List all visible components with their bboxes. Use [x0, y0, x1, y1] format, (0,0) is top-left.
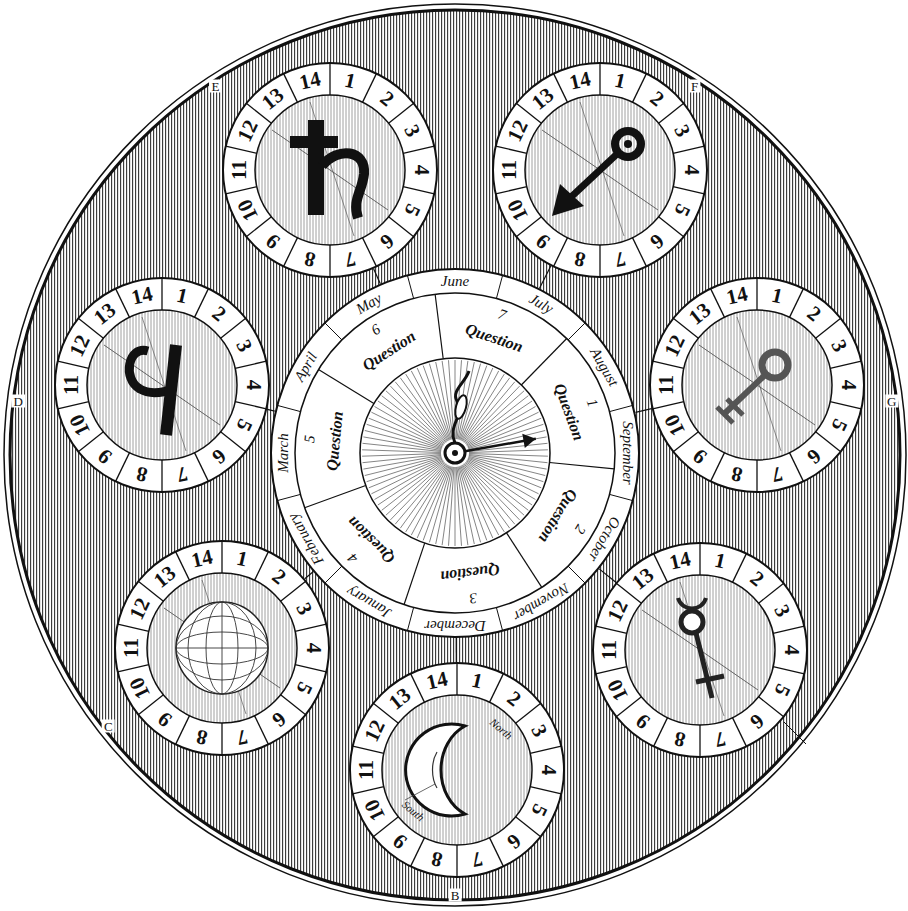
planet-dial-face	[492, 62, 708, 278]
connector-line	[374, 269, 381, 284]
connector-line	[267, 409, 275, 411]
dial-number: 14	[424, 669, 449, 694]
rim-letter: C	[102, 719, 115, 732]
planet-dial: 1234567891011121314NorthSouth	[349, 662, 565, 878]
month-name: September	[620, 421, 635, 484]
dial-number: 14	[189, 547, 214, 572]
dial-number: 4	[781, 645, 802, 656]
dial-number: 14	[724, 284, 749, 309]
month-name: June	[441, 274, 469, 289]
outer-rim	[4, 4, 906, 906]
planet-dial-face	[54, 277, 270, 493]
connector-line	[456, 638, 457, 662]
month-name: March	[276, 433, 291, 472]
connector-line	[636, 409, 652, 413]
planet-dial-face	[349, 662, 565, 878]
rim-letter: B	[449, 889, 462, 902]
pointer-line	[784, 722, 806, 744]
dial-number: 14	[129, 284, 154, 309]
connector-line	[539, 266, 550, 288]
connector-line	[305, 572, 313, 579]
dial-number: 4	[838, 380, 859, 391]
connector-line	[267, 409, 275, 411]
planet-dial: 1234567891011121314	[592, 542, 808, 758]
calendar-dial: JanuaryFebruaryMarchAprilMayJuneJulyAugu…	[270, 268, 640, 638]
connector-line	[305, 572, 313, 579]
planet-dial-face	[649, 277, 865, 493]
question-number: 5	[302, 434, 318, 443]
connector-line	[636, 409, 652, 413]
dial-number: 4	[538, 765, 559, 776]
dial-number: 4	[411, 165, 432, 176]
dial-number: 11	[61, 375, 82, 395]
planet-dial: 1234567891011121314	[492, 62, 708, 278]
dial-number: 14	[567, 69, 592, 94]
dial-number: 4	[243, 380, 264, 391]
planet-dial: 1234567891011121314	[54, 277, 270, 493]
dial-number: 4	[681, 165, 702, 176]
connector-line	[456, 638, 457, 662]
dial-number: 11	[229, 160, 250, 180]
planet-dial-face	[592, 542, 808, 758]
connector-line	[374, 269, 381, 284]
connector-line	[539, 266, 550, 288]
month-name: December	[424, 618, 486, 633]
dial-number: 11	[656, 375, 677, 395]
rim-letter: E	[209, 80, 221, 93]
planet-dial-face	[222, 62, 438, 278]
planet-dial-face	[114, 540, 330, 756]
planet-dial: 1234567891011121314	[114, 540, 330, 756]
dial-number: 11	[121, 638, 142, 658]
connector-line	[599, 569, 616, 582]
dial-number: 11	[599, 640, 620, 660]
dial-number: 11	[356, 760, 377, 780]
dial-number: 11	[499, 160, 520, 180]
dial-number: 14	[667, 549, 692, 574]
dial-number: 4	[303, 643, 324, 654]
rim-letter: D	[12, 395, 25, 408]
connector-line	[599, 569, 616, 582]
hatched-plate	[10, 10, 900, 900]
dial-number: 14	[297, 69, 322, 94]
planet-dial: 1234567891011121314	[649, 277, 865, 493]
planet-dial: 1234567891011121314	[222, 62, 438, 278]
rim-letter: G	[885, 395, 898, 408]
rim-letter: F	[689, 80, 700, 93]
